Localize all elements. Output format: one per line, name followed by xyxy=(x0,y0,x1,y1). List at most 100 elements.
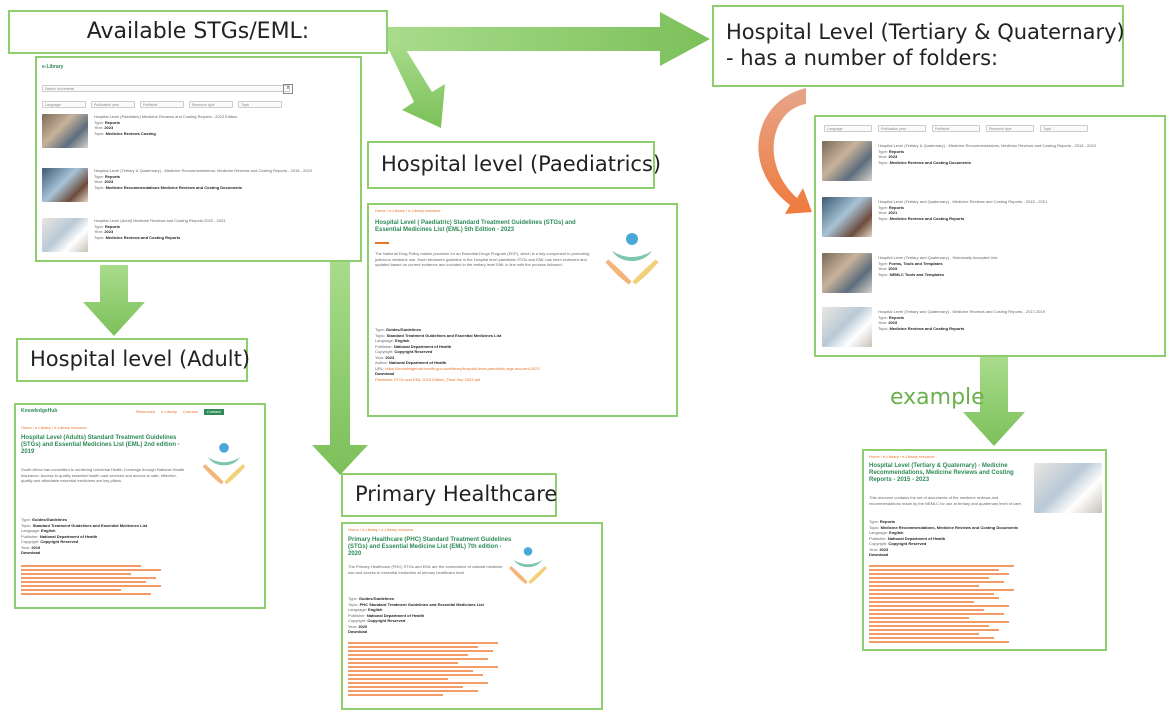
doc-language: English xyxy=(368,607,383,612)
doc-language: English xyxy=(41,528,56,533)
search-icon[interactable]: ⌕ xyxy=(283,84,293,94)
filter-publisher[interactable]: Publisher xyxy=(140,101,184,108)
download-links-list[interactable] xyxy=(869,565,1019,645)
item-thumbnail xyxy=(822,307,872,347)
tertiary-list-screenshot: Language Publication year Publisher Reso… xyxy=(814,115,1166,357)
filter-topic[interactable]: Topic xyxy=(238,101,282,108)
phc-doc-screenshot: Home / e-Library / e-Library resource Pr… xyxy=(341,522,603,710)
doc-language: English xyxy=(395,338,410,343)
elibrary-result[interactable]: Hospital Level (Tertiary & Quaternary) -… xyxy=(42,168,352,208)
title-underline xyxy=(375,242,389,244)
available-stgs-label: Available STGs/EML: xyxy=(8,10,388,54)
result-type: Reports xyxy=(104,223,121,229)
doc-type: Guides/Guidelines xyxy=(358,596,395,601)
filter-year[interactable]: Publication year xyxy=(878,125,926,132)
filter-resource-type[interactable]: Resource type xyxy=(189,101,233,108)
health-logo-icon xyxy=(509,547,547,585)
elibrary-result[interactable]: Hospital Level (Paediatric) Medicine Rev… xyxy=(42,114,352,154)
result-year: 2023 xyxy=(104,229,114,234)
doc-title: Hospital Level (Tertiary & Quaternary) -… xyxy=(869,463,1014,483)
doc-thumbnail xyxy=(1034,463,1102,513)
result-thumbnail xyxy=(42,168,88,202)
breadcrumb[interactable]: Home / e-Library / e-Library resource xyxy=(869,454,935,459)
arrow-to-paediatrics xyxy=(388,40,445,128)
doc-body: The Primary Healthcare (PHC) STGs and EM… xyxy=(348,564,503,575)
result-thumbnail xyxy=(42,218,88,252)
arrow-to-example xyxy=(963,357,1025,446)
item-type: Reports xyxy=(888,148,905,154)
doc-type: Guides/Guidelines xyxy=(31,517,68,522)
doc-language: English xyxy=(889,530,904,535)
paediatrics-label: Hospital level (Paediatrics) xyxy=(367,141,661,189)
item-title[interactable]: Hospital Level (Tertiary and Quaternary)… xyxy=(878,309,1045,314)
tertiary-item[interactable]: Hospital Level (Tertiary and Quaternary)… xyxy=(822,253,1162,299)
download-links-list[interactable] xyxy=(21,565,171,597)
result-type: Reports xyxy=(104,119,121,125)
result-year: 2023 xyxy=(104,125,114,130)
example-label-text: example xyxy=(890,385,985,410)
result-title[interactable]: Hospital Level (Tertiary & Quaternary) -… xyxy=(94,168,312,173)
doc-type: Guides/Guidelines xyxy=(385,327,422,332)
filter-year[interactable]: Publication year xyxy=(91,101,135,108)
doc-body: South Africa has committed to achieving … xyxy=(21,467,185,483)
item-title[interactable]: Hospital Level (Tertiary and Quaternary)… xyxy=(878,199,1048,204)
result-thumbnail xyxy=(42,114,88,148)
result-title[interactable]: Hospital Level (Paediatric) Medicine Rev… xyxy=(94,114,238,119)
nav-item[interactable]: e-Library xyxy=(161,409,177,414)
tertiary-label-line1: Hospital Level (Tertiary & Quaternary) xyxy=(726,20,1125,45)
elibrary-result[interactable]: Hospital Level (Adult) Medicine Reviews … xyxy=(42,218,352,258)
filter-publisher[interactable]: Publisher xyxy=(932,125,980,132)
example-label: example xyxy=(890,385,985,410)
item-year: 2023 xyxy=(888,154,898,159)
doc-year: 2019 xyxy=(31,544,41,550)
knowledgehub-logo[interactable]: KnowledgeHub xyxy=(21,408,58,414)
filter-language[interactable]: Language xyxy=(824,125,872,132)
result-topic: Medicine Recommendations Medicine Review… xyxy=(105,184,243,190)
doc-publisher: National Department of Health xyxy=(366,612,425,618)
item-topic: NEMLC Tools and Templates xyxy=(889,271,945,277)
doc-title: Primary Healthcare (PHC) Standard Treatm… xyxy=(348,537,512,557)
download-links-list[interactable] xyxy=(348,642,508,698)
adult-label: Hospital level (Adult) xyxy=(16,338,251,382)
download-link[interactable]: Paediatric STGs and EML 2023 Edition_Fin… xyxy=(375,376,481,382)
result-type: Reports xyxy=(104,173,121,179)
breadcrumb[interactable]: Home / e-Library / e-Library resource xyxy=(375,208,441,213)
doc-topic: Standard Treatment Guidelines and Essent… xyxy=(386,332,502,338)
elibrary-search-input[interactable]: Search documents xyxy=(42,85,290,92)
item-year: 2021 xyxy=(888,210,898,215)
breadcrumb[interactable]: Home / e-Library / e-Library resource xyxy=(348,527,414,532)
doc-publisher: National Department of Health xyxy=(393,343,452,349)
doc-title: Hospital Level ( Paediatric) Standard Tr… xyxy=(375,220,576,233)
result-year: 2023 xyxy=(104,179,114,184)
nav-item[interactable]: Courses xyxy=(182,409,198,414)
breadcrumb[interactable]: Home / e-Library / e-Library resource xyxy=(21,425,87,430)
item-title[interactable]: Hospital Level (Tertiary and Quaternary)… xyxy=(878,255,998,260)
doc-year: 2023 xyxy=(385,354,395,360)
doc-year: 2020 xyxy=(358,623,368,629)
adult-label-text: Hospital level (Adult) xyxy=(30,347,251,372)
doc-url-link[interactable]: https://knowledgehub.health.gov.za/elibr… xyxy=(385,365,540,371)
doc-publisher: National Department of Health xyxy=(39,533,98,539)
paediatric-doc-screenshot: Home / e-Library / e-Library resource Ho… xyxy=(367,203,678,417)
doc-copyright: Copyright Reserved xyxy=(367,618,406,623)
doc-body: This resource contains the set of docume… xyxy=(869,495,1022,506)
primary-label-text: Primary Healthcare xyxy=(355,482,558,507)
filter-topic[interactable]: Topic xyxy=(1040,125,1088,132)
tertiary-item[interactable]: Hospital Level (Tertiary and Quaternary)… xyxy=(822,307,1162,353)
result-title[interactable]: Hospital Level (Adult) Medicine Reviews … xyxy=(94,218,226,223)
item-title[interactable]: Hospital Level (Tertiary & Quaternary) -… xyxy=(878,143,1096,148)
available-stgs-text: Available STGs/EML: xyxy=(86,18,310,44)
tertiary-item[interactable]: Hospital Level (Tertiary & Quaternary) -… xyxy=(822,141,1162,187)
tertiary-item[interactable]: Hospital Level (Tertiary and Quaternary)… xyxy=(822,197,1162,243)
arrow-to-tertiary xyxy=(385,12,710,66)
filter-resource-type[interactable]: Resource type xyxy=(986,125,1034,132)
orange-curved-arrow xyxy=(758,88,812,214)
download-heading: Download xyxy=(348,629,368,634)
doc-topic: PHC Standard Treatment Guidelines and Es… xyxy=(359,601,484,607)
nav-item[interactable]: Resources xyxy=(136,409,156,414)
filter-language[interactable]: Language xyxy=(42,101,86,108)
doc-type: Reports xyxy=(879,519,896,524)
nav-button[interactable]: Contact xyxy=(203,409,224,415)
elibrary-title: e-Library xyxy=(42,64,64,70)
